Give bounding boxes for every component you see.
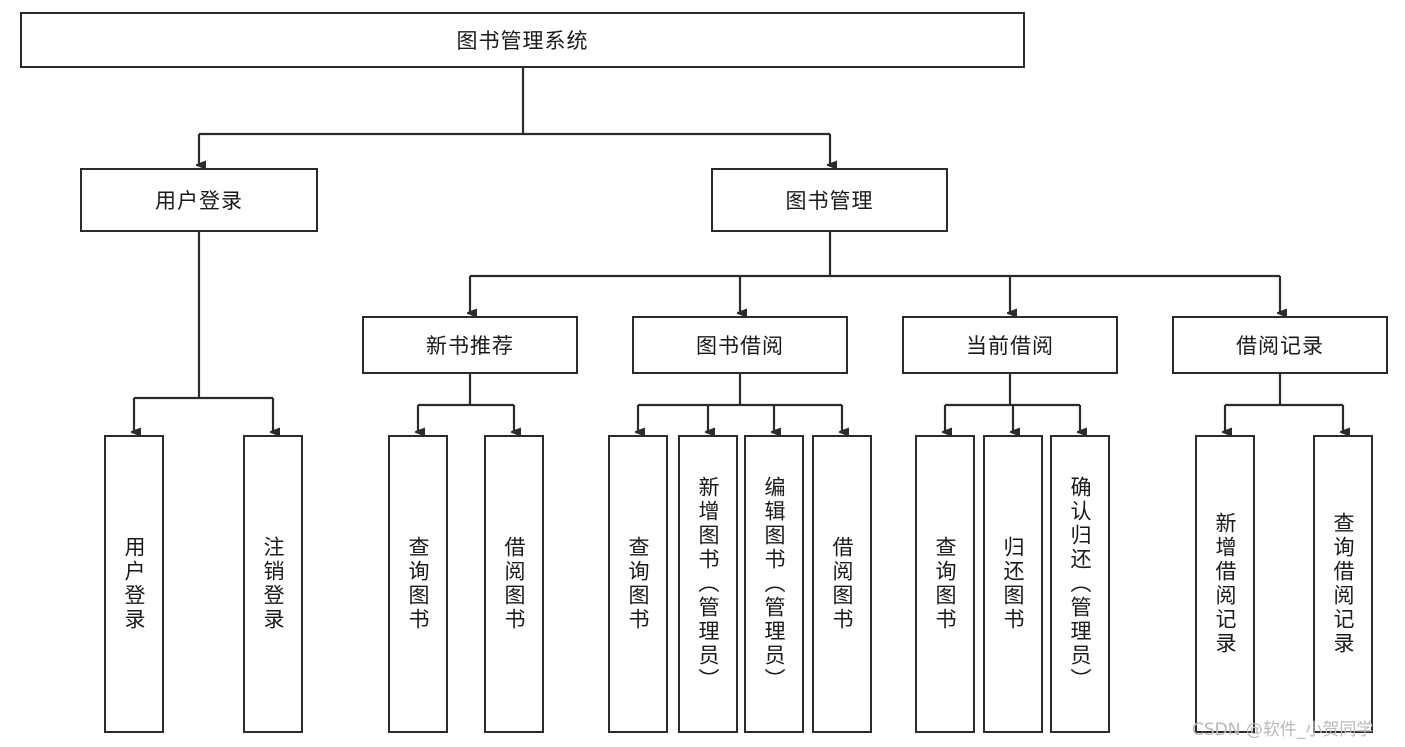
node-label: 图书管理 (785, 189, 874, 213)
node-label: 借阅记录 (1236, 334, 1324, 358)
node-leaf-cb-return[interactable]: 归还图书 (983, 435, 1043, 733)
node-root[interactable]: 图书管理系统 (20, 12, 1025, 68)
node-label: 查询图书 (626, 536, 651, 632)
node-label: 借阅图书 (502, 536, 527, 632)
node-leaf-cb-query[interactable]: 查询图书 (915, 435, 975, 733)
node-label: 注销登录 (261, 536, 286, 632)
node-label: 图书借阅 (696, 334, 784, 358)
node-new-book-rec[interactable]: 新书推荐 (362, 316, 578, 374)
node-label: 确认归还（管理员） (1068, 476, 1093, 692)
node-label: 借阅图书 (830, 536, 855, 632)
node-label: 新书推荐 (426, 334, 514, 358)
node-leaf-logout[interactable]: 注销登录 (243, 435, 303, 733)
node-leaf-br-query[interactable]: 查询借阅记录 (1313, 435, 1373, 733)
node-current-borrow[interactable]: 当前借阅 (902, 316, 1118, 374)
watermark-label: CSDN @软件_小贺同学 (1192, 720, 1374, 740)
node-label: 编辑图书（管理员） (762, 476, 787, 692)
node-leaf-bb-add[interactable]: 新增图书（管理员） (678, 435, 738, 733)
node-leaf-bb-edit[interactable]: 编辑图书（管理员） (744, 435, 804, 733)
node-label: 图书管理系统 (456, 29, 589, 53)
node-borrow-record[interactable]: 借阅记录 (1172, 316, 1388, 374)
node-label: 新增图书（管理员） (696, 476, 721, 692)
node-label: 新增借阅记录 (1213, 512, 1238, 656)
node-label: 归还图书 (1001, 536, 1026, 632)
node-leaf-br-add[interactable]: 新增借阅记录 (1195, 435, 1255, 733)
node-leaf-bb-borrow[interactable]: 借阅图书 (812, 435, 872, 733)
node-user-login[interactable]: 用户登录 (80, 168, 318, 232)
node-leaf-cb-confirm[interactable]: 确认归还（管理员） (1050, 435, 1110, 733)
node-leaf-bb-query[interactable]: 查询图书 (608, 435, 668, 733)
edge-paths (134, 68, 1343, 432)
node-label: 当前借阅 (966, 334, 1054, 358)
node-label: 查询图书 (406, 536, 431, 632)
node-label: 查询借阅记录 (1331, 512, 1356, 656)
node-label: 用户登录 (155, 189, 243, 213)
node-label: 查询图书 (933, 536, 958, 632)
node-label: 用户登录 (122, 536, 147, 632)
node-leaf-login[interactable]: 用户登录 (104, 435, 164, 733)
node-leaf-rec-borrow[interactable]: 借阅图书 (484, 435, 544, 733)
node-leaf-rec-query[interactable]: 查询图书 (388, 435, 448, 733)
node-book-manage[interactable]: 图书管理 (711, 168, 948, 232)
node-book-borrow[interactable]: 图书借阅 (632, 316, 848, 374)
